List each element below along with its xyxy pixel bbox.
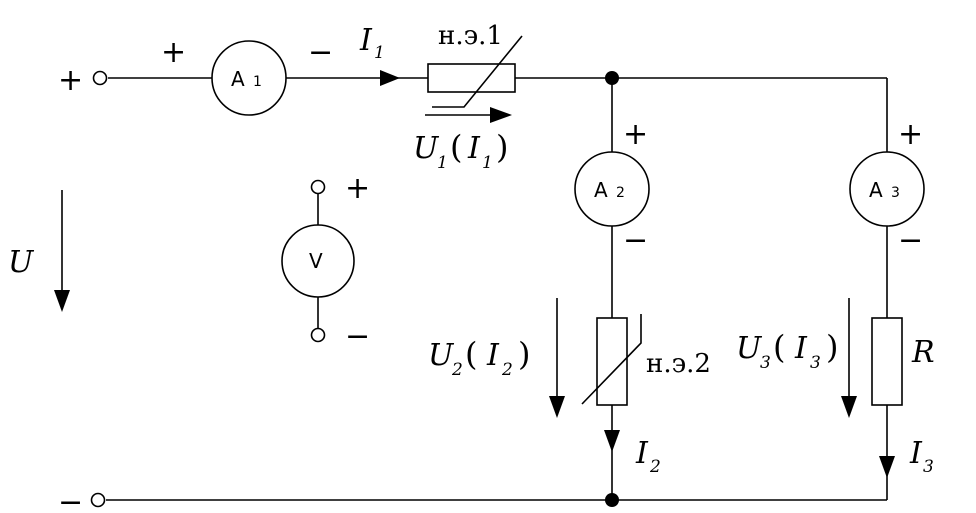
label-i3-sub: 3 bbox=[923, 457, 934, 477]
label-u2-i-sub: 2 bbox=[501, 360, 513, 380]
sign-supply-plus: + bbox=[58, 63, 83, 98]
ammeter-a3-index: 3 bbox=[891, 185, 900, 201]
sign-a3-plus: + bbox=[898, 117, 923, 152]
current-i3-arrow bbox=[879, 456, 895, 478]
label-i1-letter: I bbox=[359, 23, 373, 58]
ammeter-a1-letter: A bbox=[231, 67, 245, 91]
sign-a1-minus: − bbox=[308, 35, 333, 70]
current-i2-arrow bbox=[604, 430, 620, 452]
label-u3-paren-open: ( bbox=[773, 328, 785, 366]
sign-v-minus: − bbox=[345, 319, 370, 354]
sign-a3-minus: − bbox=[898, 223, 923, 258]
arrows bbox=[54, 70, 895, 478]
label-u1-paren-open: ( bbox=[450, 128, 462, 166]
label-u3-paren-close: ) bbox=[826, 328, 838, 366]
voltmeter: V bbox=[281, 224, 355, 298]
voltage-u-arrow bbox=[54, 290, 70, 312]
label-u: U bbox=[8, 245, 35, 280]
nonlinear-element-1-body bbox=[427, 63, 516, 93]
label-ne1: н.э.1 bbox=[438, 21, 503, 51]
label-i2: I 2 bbox=[635, 436, 661, 477]
label-u2-sub: 2 bbox=[451, 360, 463, 380]
sign-a1-plus: + bbox=[161, 35, 186, 70]
ammeter-a3-circle bbox=[849, 151, 925, 227]
label-u2-letter: U bbox=[428, 338, 455, 373]
label-i2-sub: 2 bbox=[649, 457, 661, 477]
nonlinear-element-2-slash bbox=[581, 314, 642, 405]
ammeter-a3-letter: A bbox=[869, 178, 883, 202]
nonlinear-element-2 bbox=[581, 314, 642, 406]
label-u3-i3: U 3 ( I 3 ) bbox=[736, 328, 838, 373]
ammeter-a2-index: 2 bbox=[616, 185, 625, 201]
ammeter-a1-index: 1 bbox=[253, 74, 262, 90]
voltage-u2-arrow bbox=[549, 396, 565, 418]
ammeter-a1: A 1 bbox=[211, 40, 287, 116]
label-u1-i1: U 1 ( I 1 ) bbox=[413, 128, 508, 173]
label-i2-letter: I bbox=[635, 436, 649, 471]
label-i3: I 3 bbox=[909, 436, 934, 477]
label-ne2: н.э.2 bbox=[646, 349, 711, 379]
label-u1-i-sub: 1 bbox=[482, 153, 493, 173]
label-u3-i-letter: I bbox=[794, 331, 808, 366]
sign-a2-plus: + bbox=[623, 117, 648, 152]
label-u3-i-sub: 3 bbox=[810, 353, 821, 373]
voltage-u3-arrow bbox=[841, 396, 857, 418]
ammeter-a1-circle bbox=[211, 40, 287, 116]
voltmeter-letter: V bbox=[309, 249, 323, 273]
label-i3-letter: I bbox=[909, 436, 923, 471]
voltmeter-terminal-bottom bbox=[310, 327, 326, 343]
sign-supply-minus: − bbox=[58, 485, 83, 513]
ammeter-a3: A 3 bbox=[849, 151, 925, 227]
terminal-plus bbox=[92, 70, 108, 86]
label-i1: I 1 bbox=[359, 23, 385, 63]
label-u1-sub: 1 bbox=[437, 153, 448, 173]
label-u1-i-letter: I bbox=[467, 131, 481, 166]
sign-a2-minus: − bbox=[623, 223, 648, 258]
junction-bottom bbox=[605, 493, 619, 507]
resistor-r bbox=[871, 317, 903, 406]
label-u3-letter: U bbox=[736, 331, 763, 366]
label-r: R bbox=[911, 335, 935, 370]
label-u2-paren-close: ) bbox=[518, 335, 530, 373]
voltmeter-terminal-top bbox=[310, 179, 326, 195]
label-u1-letter: U bbox=[413, 131, 440, 166]
label-u2-paren-open: ( bbox=[465, 335, 477, 373]
wires bbox=[106, 77, 888, 501]
ammeter-a2-letter: A bbox=[594, 178, 608, 202]
sign-v-plus: + bbox=[345, 171, 370, 206]
junction-top bbox=[605, 71, 619, 85]
label-i1-sub: 1 bbox=[374, 43, 385, 63]
ammeter-a2: A 2 bbox=[574, 151, 650, 227]
current-i1-arrow bbox=[380, 70, 400, 86]
voltmeter-circle bbox=[281, 224, 355, 298]
nonlinear-element-1-slash bbox=[432, 35, 523, 108]
label-u2-i-letter: I bbox=[486, 338, 500, 373]
terminal-minus bbox=[90, 492, 106, 508]
label-u3-sub: 3 bbox=[760, 353, 771, 373]
label-u2-i2: U 2 ( I 2 ) bbox=[428, 335, 530, 380]
ammeter-a2-circle bbox=[574, 151, 650, 227]
label-u1-paren-close: ) bbox=[496, 128, 508, 166]
polarity-signs: + − + − + − + − + − bbox=[58, 35, 923, 513]
voltage-u1-arrow bbox=[490, 107, 512, 123]
nonlinear-element-1 bbox=[427, 35, 523, 108]
